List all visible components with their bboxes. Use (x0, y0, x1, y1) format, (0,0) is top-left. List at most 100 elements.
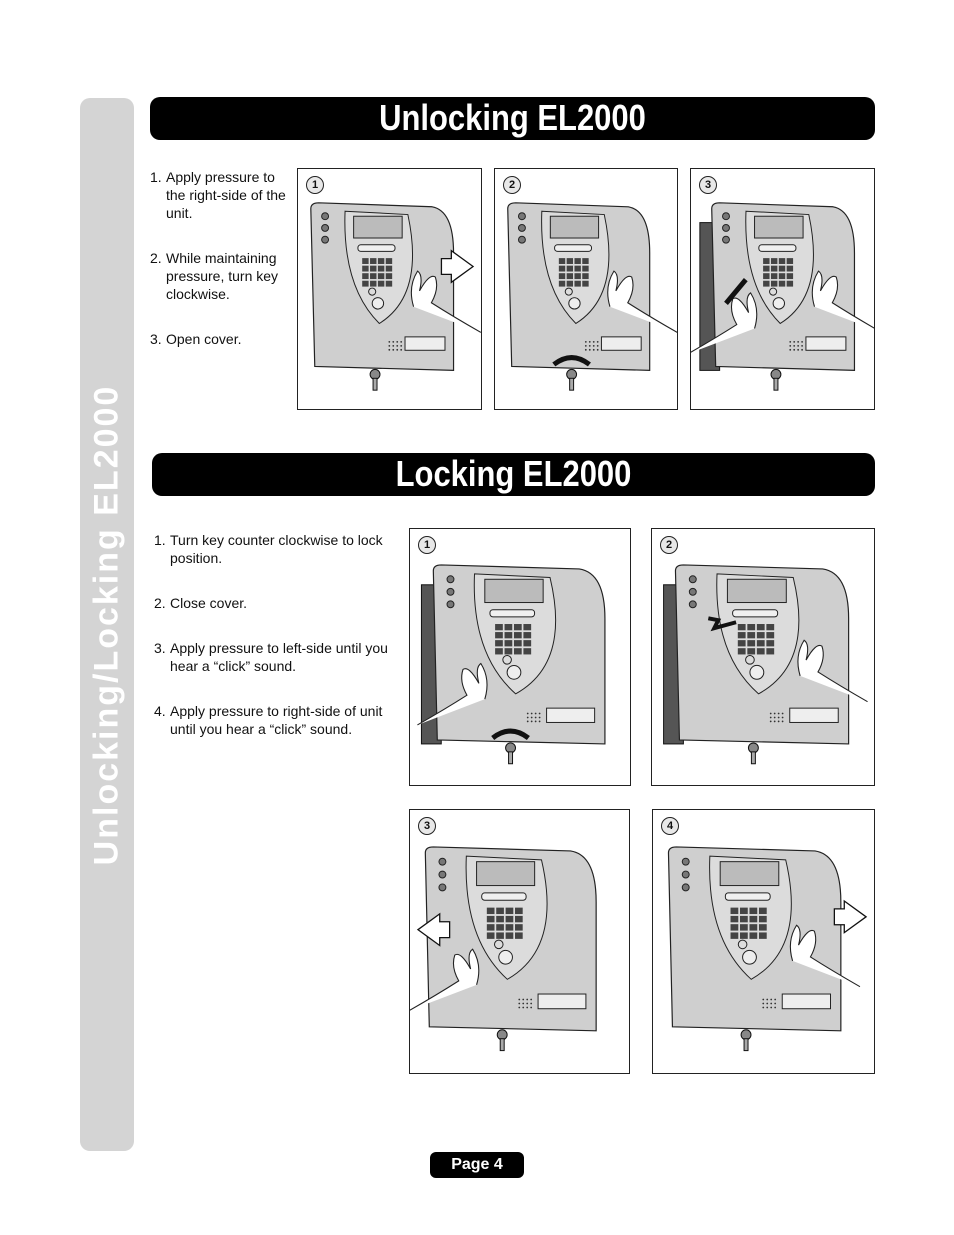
hand-illustration (797, 639, 868, 703)
unlocking-title: Unlocking EL2000 (379, 97, 646, 138)
keypad-key (574, 258, 581, 264)
keypad-key (362, 265, 369, 272)
keypad-key (758, 932, 767, 939)
locking-title: Locking EL2000 (395, 453, 632, 494)
keypad-key (513, 640, 522, 647)
hand-illustration (410, 948, 480, 1011)
device-label-plate (537, 993, 587, 1010)
keypad-key (486, 907, 495, 915)
locking-title-banner: Locking EL2000 (152, 453, 875, 496)
step-text: Apply pressure to left-side until you he… (170, 640, 388, 674)
keypad-key (778, 280, 786, 287)
keypad-key (513, 648, 522, 655)
speaker-hole (530, 998, 533, 1001)
step-text: Open cover. (166, 331, 242, 347)
locking-figure-1: 1 (409, 528, 631, 786)
speaker-hole (522, 998, 525, 1001)
keypad-key (582, 273, 589, 280)
device-lock-symbol (745, 654, 755, 665)
step-text: While maintaining pressure, turn key clo… (166, 250, 279, 302)
keypad-key (523, 648, 532, 655)
keypad-key (730, 924, 739, 931)
speaker-hole (526, 712, 529, 715)
keypad-key (566, 265, 574, 272)
speaker-hole (770, 1002, 773, 1005)
speaker-hole (769, 716, 772, 719)
speaker-hole (770, 998, 773, 1001)
keypad-key (495, 648, 503, 655)
keypad-key (505, 915, 514, 923)
key-icon (372, 377, 378, 391)
device-label-plate (805, 336, 847, 351)
figure-badge: 1 (306, 176, 324, 194)
speaker-hole (773, 720, 776, 723)
keypad-key (504, 624, 513, 631)
speaker-hole (530, 720, 533, 723)
device-slot (732, 609, 779, 618)
speaker-hole (534, 720, 537, 723)
step-number: 1. (150, 169, 162, 185)
unlocking-title-banner: Unlocking EL2000 (150, 97, 875, 140)
keypad-key (786, 265, 794, 272)
speaker-hole (588, 348, 591, 351)
hand-illustration (607, 270, 677, 333)
speaker-hole (522, 1006, 525, 1009)
keypad-key (778, 265, 786, 272)
speaker-hole (400, 348, 403, 351)
keypad-key (486, 932, 495, 939)
keypad-key (495, 640, 503, 647)
device-button (371, 297, 385, 310)
key-icon (499, 1038, 505, 1052)
speaker-hole (789, 344, 792, 347)
speaker-hole (392, 348, 395, 351)
speaker-hole (530, 712, 533, 715)
device-slot (724, 892, 771, 901)
keypad-key (740, 924, 748, 931)
speaker-hole (781, 720, 784, 723)
indicator-lamp (438, 883, 447, 892)
indicator-lamp (446, 575, 455, 584)
device-group (667, 846, 868, 1052)
speaker-hole (588, 341, 591, 343)
push-arrow-icon (833, 899, 868, 934)
keypad-key (385, 265, 393, 272)
speaker-hole (588, 344, 591, 347)
keypad-key (737, 640, 746, 647)
speaker-hole (789, 341, 792, 343)
keypad-key (486, 924, 495, 931)
keypad-key (747, 640, 756, 647)
keypad-key (362, 280, 369, 287)
keypad-key (756, 632, 765, 639)
speaker-hole (388, 344, 391, 347)
device-illustration (417, 564, 606, 765)
indicator-lamp (438, 857, 447, 866)
keypad-key (763, 280, 770, 287)
speaker-hole (400, 341, 403, 343)
speaker-hole (592, 348, 595, 351)
keypad-key (778, 273, 786, 280)
keypad-key (756, 648, 765, 655)
speaker-hole (777, 712, 780, 715)
speaker-hole (584, 341, 587, 343)
step-text: Turn key counter clockwise to lock posit… (170, 532, 383, 566)
device-group (663, 564, 868, 765)
speaker-hole (596, 348, 599, 351)
speaker-hole (789, 348, 792, 351)
device-illustration (667, 846, 868, 1052)
indicator-lamp (688, 587, 697, 596)
key-icon (508, 751, 514, 765)
key-cylinder (496, 1029, 508, 1041)
speaker-hole (538, 712, 541, 715)
speaker-hole (781, 716, 784, 719)
keypad-key (513, 624, 522, 631)
device-illustration (691, 202, 874, 391)
device-lock-symbol (769, 287, 778, 296)
step-text: Apply pressure to the right-side of the … (166, 169, 286, 221)
device-label-plate (781, 993, 832, 1010)
speaker-hole (538, 720, 541, 723)
speaker-hole (801, 344, 803, 347)
hand-illustration (789, 924, 861, 988)
indicator-lamp (517, 235, 526, 244)
key-cylinder (747, 742, 759, 754)
keypad-key (582, 265, 589, 272)
